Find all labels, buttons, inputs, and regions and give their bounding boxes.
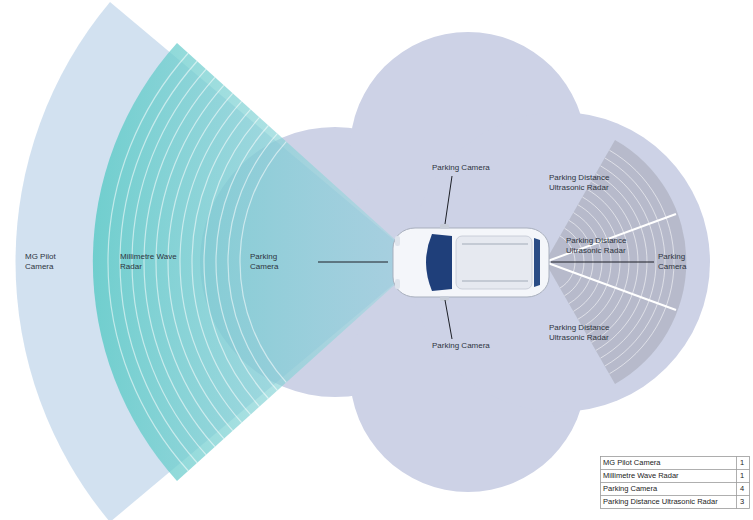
count-table bbox=[601, 457, 750, 509]
table-cell: MG Pilot Camera bbox=[603, 457, 661, 469]
table-cell: Parking Distance Ultrasonic Radar bbox=[603, 496, 718, 508]
ultrasonic-label: Parking Distance Ultrasonic Radar bbox=[566, 236, 646, 256]
table-count: 1 bbox=[740, 457, 744, 469]
ultrasonic-label: Parking Distance Ultrasonic Radar bbox=[549, 323, 629, 343]
radar-label: Millimetre Wave Radar bbox=[120, 252, 178, 272]
wave-arc bbox=[108, 53, 188, 471]
radar-zone bbox=[93, 43, 420, 481]
table-cell: Parking Camera bbox=[603, 483, 657, 495]
wave-arc bbox=[156, 85, 224, 438]
camera-label: MG Pilot Camera bbox=[25, 252, 73, 272]
wave-arc bbox=[144, 77, 215, 446]
pilot-camera-zone bbox=[16, 2, 420, 520]
leader-lines bbox=[318, 176, 654, 339]
table-count: 1 bbox=[740, 470, 744, 482]
wave-arc bbox=[132, 69, 206, 454]
table-count: 4 bbox=[740, 483, 744, 495]
camera-label: Parking Camera bbox=[432, 341, 512, 351]
camera-label: Parking Camera bbox=[658, 252, 702, 272]
camera-label: Parking Camera bbox=[250, 252, 294, 272]
radar-waves bbox=[108, 53, 286, 471]
table-cell: Millimetre Wave Radar bbox=[603, 470, 679, 482]
wave-arc bbox=[120, 61, 197, 462]
wave-arc bbox=[192, 109, 251, 414]
wave-arc bbox=[168, 93, 233, 430]
wave-arc bbox=[180, 101, 242, 422]
table-count: 3 bbox=[740, 496, 744, 508]
parking-camera-zone bbox=[200, 32, 710, 492]
ultrasonic-label: Parking Distance Ultrasonic Radar bbox=[549, 173, 629, 193]
car-top-view bbox=[393, 224, 549, 301]
camera-label: Parking Camera bbox=[432, 163, 512, 173]
ultrasonic-dividers bbox=[545, 214, 676, 310]
